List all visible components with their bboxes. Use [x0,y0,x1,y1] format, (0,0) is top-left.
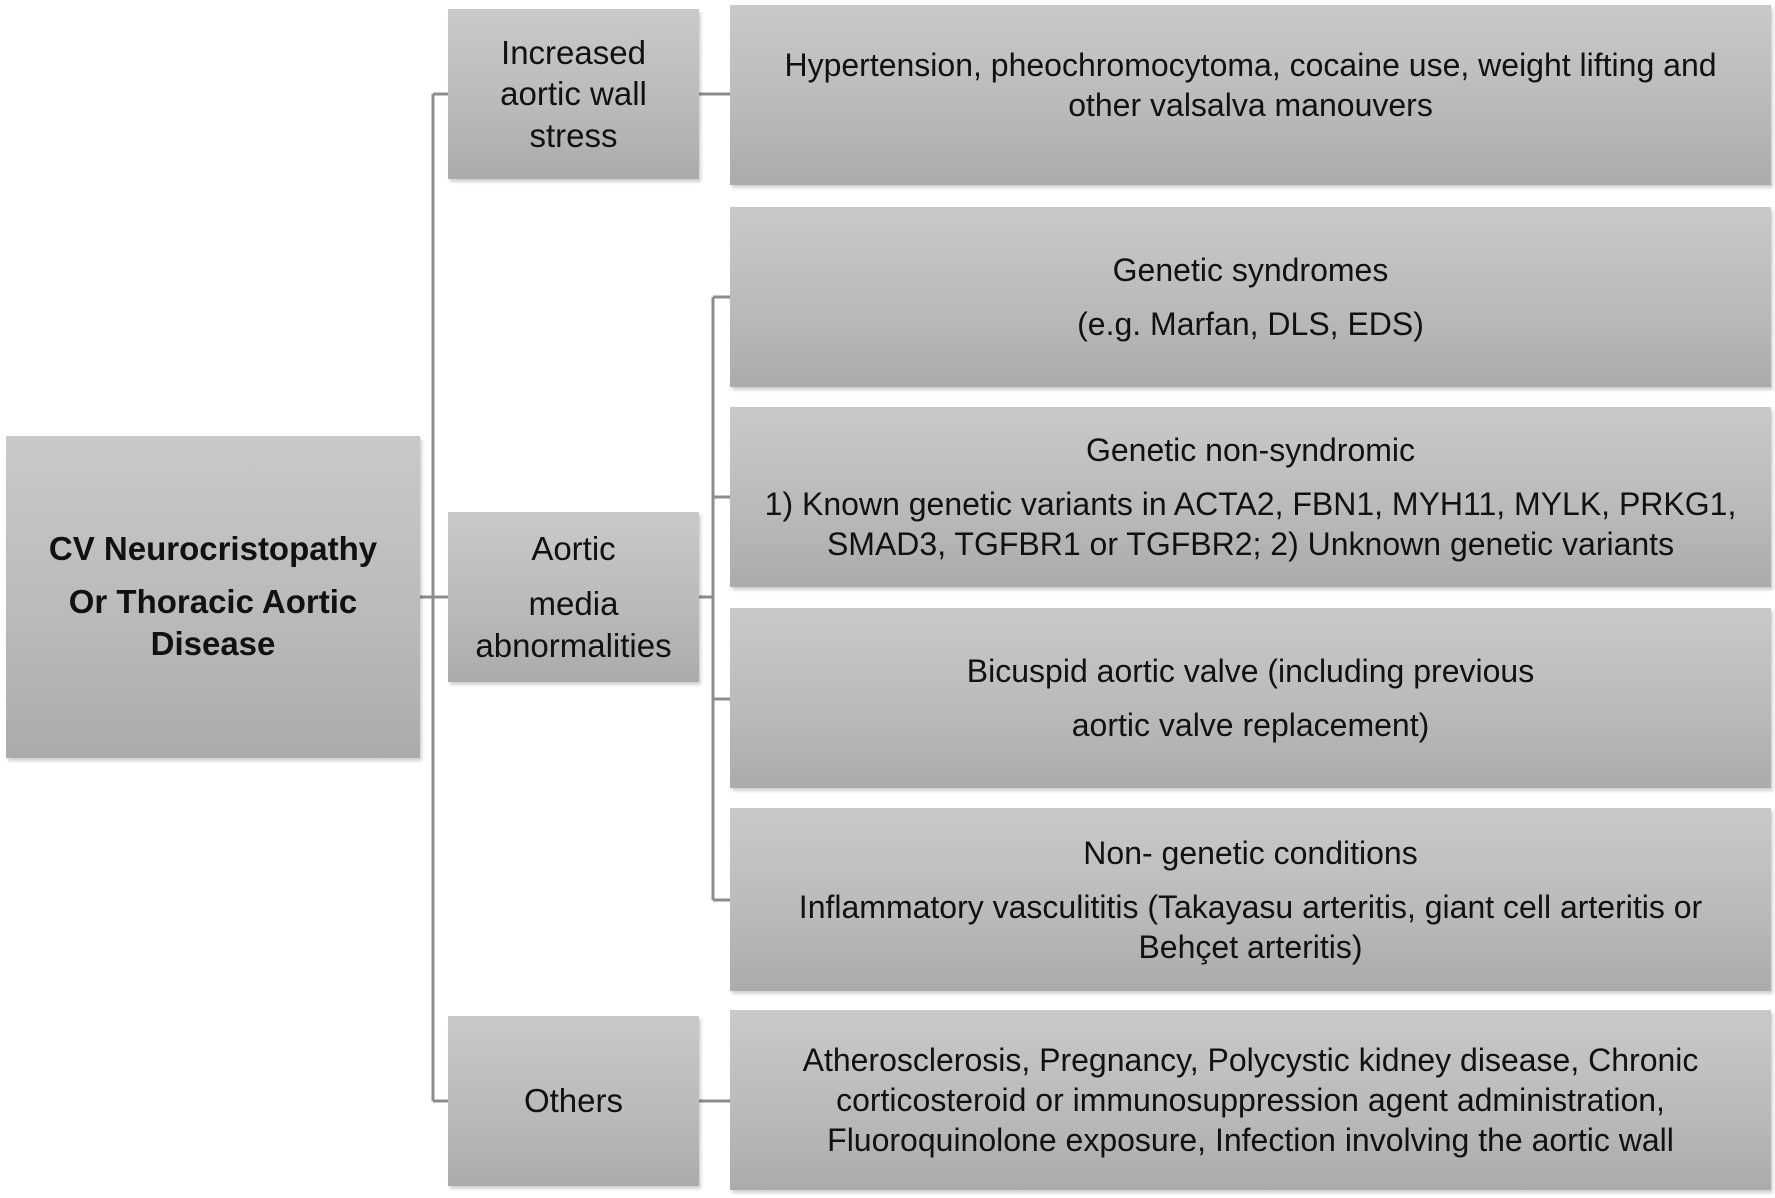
leaf-heading: Non- genetic conditions [1083,834,1418,871]
leaf-text-line: Behçet arteritis) [1138,928,1363,965]
category-label-line: media [528,585,619,623]
leaf-box-wall-stress-causes: Hypertension, pheochromocytoma, cocaine … [730,5,1771,185]
leaf-text-line: other valsalva manouvers [1068,87,1433,123]
leaf-text-line: 1) Known genetic variants in ACTA2, FBN1… [764,486,1737,522]
leaf-heading: Genetic syndromes [1112,252,1389,288]
category-box-wall-stress: Increased aortic wall stress [448,9,699,179]
leaf-text-line: corticosteroid or immunosuppression agen… [836,1082,1665,1118]
root-box: CV Neurocristopathy Or Thoracic Aortic D… [6,436,420,758]
leaf-heading: Bicuspid aortic valve (including previou… [966,653,1535,689]
category-label-line: aortic wall [500,75,647,113]
leaf-text-line: Atherosclerosis, Pregnancy, Polycystic k… [802,1042,1699,1078]
category-label-line: Aortic [531,530,616,568]
category-box-others: Others [448,1016,699,1186]
leaf-text-line: SMAD3, TGFBR1 or TGFBR2; 2) Unknown gene… [826,526,1675,562]
category-label-line: abnormalities [475,626,672,664]
category-label-line: Others [523,1082,624,1120]
leaf-text-line: Inflammatory vasculititis (Takayasu arte… [798,888,1703,925]
leaf-box-genetic-non-syndromic: Genetic non-syndromic 1) Known genetic v… [730,407,1771,587]
root-title-line-2: Or Thoracic Aortic Disease [68,582,358,663]
leaf-box-bicuspid-aortic-valve: Bicuspid aortic valve (including previou… [730,608,1771,788]
category-box-media-abnormalities: Aortic media abnormalities [448,512,699,682]
root-title-line-1: CV Neurocristopathy [48,529,378,567]
leaf-box-genetic-syndromes: Genetic syndromes (e.g. Marfan, DLS, EDS… [730,207,1771,387]
leaf-heading: Genetic non-syndromic [1085,432,1416,468]
category-label-line: stress [529,116,618,154]
leaf-box-non-genetic-conditions: Non- genetic conditions Inflammatory vas… [730,808,1771,991]
leaf-text-line: Fluoroquinolone exposure, Infection invo… [827,1122,1674,1158]
leaf-text-line: Hypertension, pheochromocytoma, cocaine … [784,47,1717,83]
leaf-text-line: (e.g. Marfan, DLS, EDS) [1077,306,1424,342]
category-label-line: Increased [501,34,646,72]
leaf-box-others-causes: Atherosclerosis, Pregnancy, Polycystic k… [730,1010,1771,1190]
leaf-text-line: aortic valve replacement) [1071,707,1430,743]
